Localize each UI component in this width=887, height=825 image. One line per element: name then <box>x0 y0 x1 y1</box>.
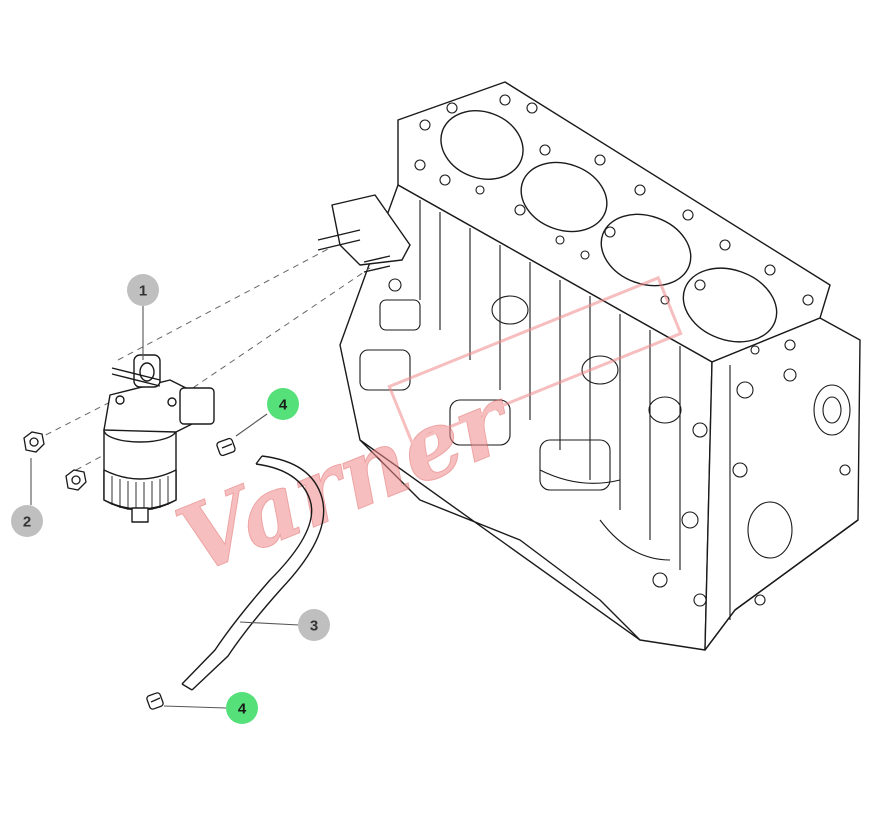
callout-3[interactable]: 3 <box>298 609 330 641</box>
engine-block <box>317 81 861 651</box>
hose-clamp-upper <box>216 437 236 457</box>
callout-4-lower[interactable]: 4 <box>226 692 258 724</box>
fuel-filter <box>103 354 215 523</box>
callout-4-upper-label: 4 <box>279 397 288 414</box>
nut-upper <box>23 431 45 453</box>
callout-leaders <box>30 306 300 709</box>
nut-lower <box>65 469 87 491</box>
callout-2[interactable]: 2 <box>11 505 43 537</box>
watermark-text: Varner <box>163 364 529 596</box>
callout-3-label: 3 <box>310 618 318 635</box>
block-face-detail <box>359 200 708 607</box>
callout-1[interactable]: 1 <box>127 274 159 306</box>
cylinder-bores <box>440 110 778 343</box>
callout-4-lower-label: 4 <box>238 701 247 718</box>
callout-4-upper[interactable]: 4 <box>267 388 299 420</box>
callout-2-label: 2 <box>23 514 31 531</box>
callout-1-label: 1 <box>139 283 147 300</box>
hose-clamp-lower <box>146 692 164 710</box>
block-side-detail <box>729 365 851 620</box>
fuel-hose <box>181 455 325 691</box>
head-bolt-holes <box>414 94 814 355</box>
